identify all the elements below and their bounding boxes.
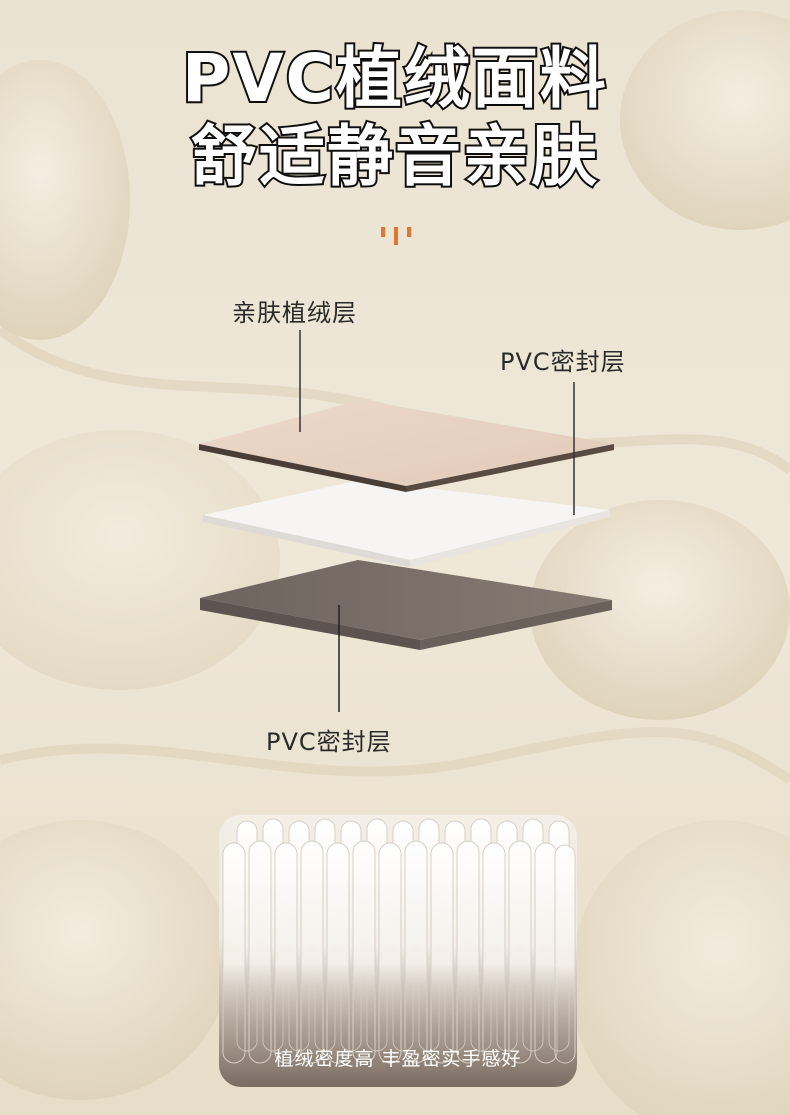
title-line-2: 舒适静音亲肤 <box>189 116 599 197</box>
fiber-caption: 植绒密度高 丰盈密实手感好 <box>274 1048 522 1070</box>
fiber-closeup-panel: 植绒密度高 丰盈密实手感好 <box>219 815 577 1087</box>
dark-pvc-layer <box>200 560 612 650</box>
hero-title: PVC植绒面料 舒适静音亲肤 <box>0 38 790 197</box>
fiber-strands-illustration <box>222 818 576 1064</box>
accent-mark-icon <box>381 227 411 245</box>
label-flock-layer: 亲肤植绒层 <box>232 299 357 327</box>
flock-layer <box>199 400 614 492</box>
title-line-1: PVC植绒面料 <box>180 38 608 119</box>
label-pvc-layer-bottom: PVC密封层 <box>266 728 392 756</box>
white-pvc-layer <box>203 480 610 567</box>
label-pvc-layer-middle: PVC密封层 <box>500 348 626 376</box>
